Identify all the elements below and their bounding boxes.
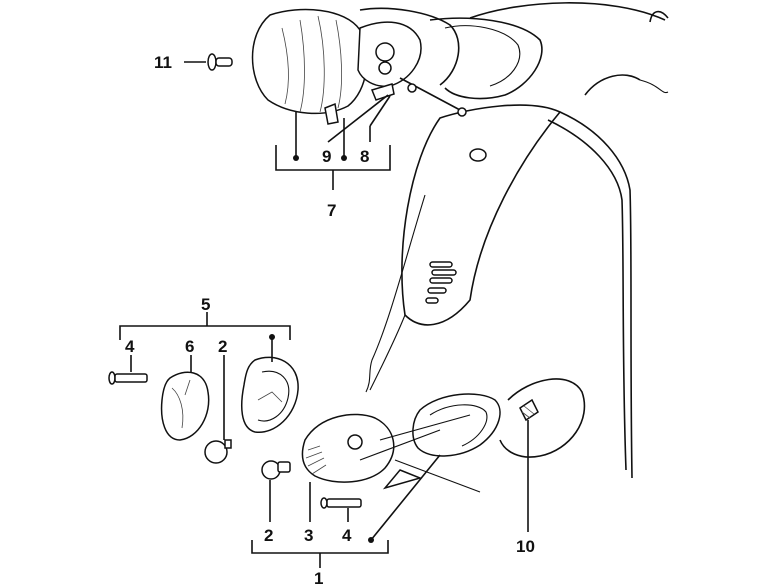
scooter-front-shield	[365, 2, 669, 479]
turn-signal-lens-3	[301, 413, 395, 483]
bracket-tab	[370, 83, 395, 101]
screw-4-bottom	[320, 497, 362, 509]
callout-2-bottom: 2	[264, 526, 273, 545]
turn-signal-lens-6	[160, 371, 210, 441]
leader-lines	[119, 61, 529, 568]
side-fairing	[499, 378, 586, 458]
callout-4-left: 4	[125, 337, 135, 356]
screw-11	[207, 53, 233, 71]
callout-7: 7	[327, 201, 336, 220]
callout-6: 6	[185, 337, 194, 356]
turn-signal-housing-front	[359, 393, 501, 493]
adjust-screw	[407, 83, 417, 93]
callout-2-left: 2	[218, 337, 227, 356]
callout-5: 5	[201, 295, 210, 314]
callout-4-bottom: 4	[342, 526, 352, 545]
shield-oval-hole	[469, 148, 487, 162]
nut-10	[519, 398, 539, 422]
callout-3: 3	[304, 526, 313, 545]
headlight-lens	[251, 8, 368, 115]
callout-11: 11	[154, 53, 172, 72]
callout-8: 8	[360, 147, 369, 166]
headlight-assembly	[251, 7, 543, 125]
callout-1: 1	[314, 569, 323, 587]
bulb-2-left	[204, 439, 232, 464]
screw-4-left	[108, 371, 148, 385]
shield-vents	[425, 261, 457, 304]
bulb-2-bottom	[261, 460, 291, 480]
bulb-socket-top	[375, 42, 395, 62]
turn-signal-housing-5	[241, 356, 299, 433]
callout-9: 9	[322, 147, 331, 166]
callout-10: 10	[516, 537, 535, 556]
